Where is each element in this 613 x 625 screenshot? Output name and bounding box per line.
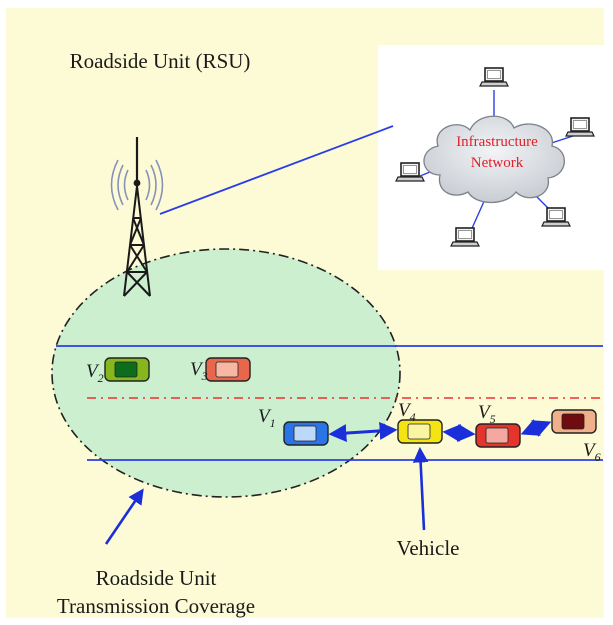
coverage-label-line1: Roadside Unit [96,566,217,590]
coverage-label-line2: Transmission Coverage [57,594,255,618]
v2v-link-v4-v5 [446,432,472,434]
vehicle-v1 [284,422,328,445]
laptop-icon [480,68,508,86]
network-label-line1: Infrastructure [456,134,538,150]
rsu-title: Roadside Unit (RSU) [70,49,251,73]
laptop-icon [566,118,594,136]
vehicle-v6 [552,410,596,433]
network-label-line2: Network [471,155,524,171]
vehicle-v4 [398,420,442,443]
laptop-icon [396,163,424,181]
vehicle-v3 [206,358,250,381]
laptop-icon [451,228,479,246]
vehicle-v5 [476,424,520,447]
vehicle-v2 [105,358,149,381]
laptop-icon [542,208,570,226]
vehicle-label: Vehicle [397,536,460,560]
